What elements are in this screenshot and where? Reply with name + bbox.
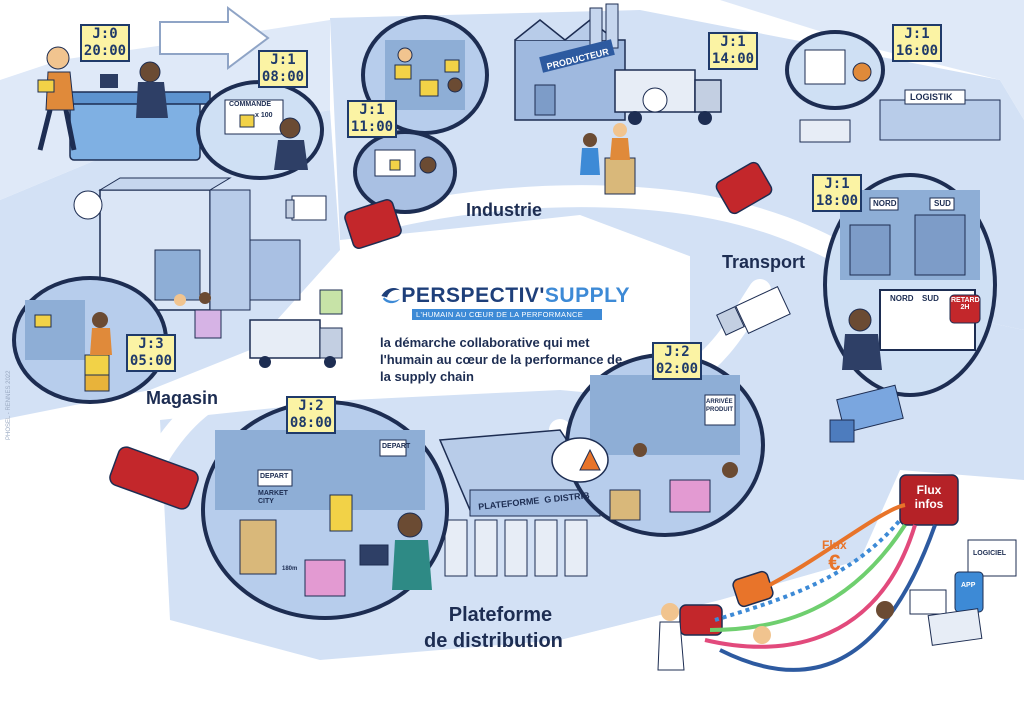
brand-swoosh-icon: [381, 287, 400, 304]
time-tag-time: 08:00: [289, 415, 333, 431]
market-line1: MARKET: [258, 490, 288, 497]
direction-arrow: [159, 6, 270, 70]
sign-commande-label: COMMANDE: [229, 101, 271, 108]
time-tag-time: 16:00: [895, 43, 939, 59]
time-tag-j3-0500: J:3 05:00: [126, 334, 176, 372]
time-tag-time: 18:00: [815, 193, 859, 209]
flux-money-label: Flux €: [822, 536, 847, 575]
flux-devices: [657, 539, 1017, 671]
time-tag-j1-0800: J:1 08:00: [258, 50, 308, 88]
order-screen-bubble: [196, 80, 324, 180]
brand-description: la démarche collaborative qui met l'huma…: [380, 335, 623, 384]
time-tag-day: J:0: [92, 26, 118, 42]
flux-info-label: Flux infos: [903, 483, 955, 511]
time-tag-day: J:1: [720, 34, 746, 50]
road-truck-1: [285, 195, 327, 221]
time-tag-time: 05:00: [129, 353, 173, 369]
illustrator-credit: PHOSEL - RENNES 2022: [6, 370, 12, 440]
time-tag-j0-2000: J:0 20:00: [80, 24, 130, 62]
brand-name-part2: SUPPLY: [544, 284, 630, 307]
platform-dock-bubble: [201, 400, 449, 620]
sign-commande: COMMANDE x 100: [229, 101, 273, 119]
arrivee-line1: ARRIVÉE: [706, 399, 733, 405]
sign-arrivee-produit: ARRIVÉE PRODUIT: [706, 398, 733, 414]
brand-logo: PERSPECTIV'SUPPLY: [380, 282, 630, 310]
section-label-plateforme: Plateforme de distribution: [424, 602, 563, 654]
time-tag-day: J:2: [298, 398, 324, 414]
flow-tubes: [109, 161, 959, 636]
time-tag-day: J:1: [359, 102, 385, 118]
dispatch-bubble: [823, 173, 997, 397]
time-tag-j2-0200: J:2 02:00: [652, 342, 702, 380]
time-tag-j2-0800: J:2 08:00: [286, 396, 336, 434]
receiving-bubble: [551, 353, 765, 537]
flux-cables: [704, 503, 937, 672]
time-tag-time: 11:00: [350, 119, 394, 135]
logistics-center: [785, 30, 1001, 143]
retard-badge: RETARD 2H: [951, 297, 980, 311]
flux-info-line2: infos: [914, 497, 944, 511]
factory-workers: [580, 123, 636, 195]
section-label-industrie: Industrie: [466, 200, 543, 220]
brand-name-part1: PERSPECTIV': [401, 284, 545, 307]
order-desk-scene: [37, 46, 211, 161]
brand-name: PERSPECTIV'SUPPLY: [401, 284, 630, 308]
flux-money-word: Flux: [822, 538, 847, 552]
sign-sud: SUD: [934, 199, 951, 208]
sign-logistic: LOGISTIK: [910, 92, 953, 102]
arrivee-line2: PRODUIT: [706, 407, 733, 413]
time-tag-time: 08:00: [261, 69, 305, 85]
store-truck: [174, 289, 343, 368]
time-tag-day: J:1: [904, 26, 930, 42]
sign-app: APP: [961, 582, 976, 589]
time-tag-time: 20:00: [83, 43, 127, 59]
time-tag-j1-1600: J:1 16:00: [892, 24, 942, 62]
time-tag-j1-1100: J:1 11:00: [347, 100, 397, 138]
market-line2: CITY: [258, 498, 274, 505]
sign-depart-2: DEPART: [382, 443, 411, 450]
time-tag-day: J:1: [824, 176, 850, 192]
time-tag-day: J:3: [138, 336, 164, 352]
operator-bubble: [353, 130, 457, 214]
plateforme-line2: de distribution: [424, 630, 563, 652]
plateforme-line1: Plateforme: [448, 604, 553, 626]
screen-nord: NORD: [890, 294, 914, 303]
flux-info-line1: Flux: [916, 483, 942, 497]
sign-logiciel: LOGICIEL: [973, 550, 1007, 557]
time-tag-j1-1800: J:1 18:00: [812, 174, 862, 212]
sign-depart-1: DEPART: [260, 473, 289, 480]
sign-nord: NORD: [873, 199, 897, 208]
screen-sud: SUD: [922, 294, 939, 303]
brand-tagline: L'HUMAIN AU CŒUR DE LA PERFORMANCE: [412, 309, 602, 320]
flux-money-symbol: €: [828, 550, 841, 575]
time-tag-time: 02:00: [655, 361, 699, 377]
brand-block: PERSPECTIV'SUPPLY L'HUMAIN AU CŒUR DE LA…: [380, 282, 630, 385]
sign-commande-qty: x 100: [255, 112, 273, 119]
time-tag-j1-1400: J:1 14:00: [708, 32, 758, 70]
time-tag-day: J:1: [270, 52, 296, 68]
retard-line1: RETARD: [951, 297, 980, 304]
sign-height-mark: 180m: [282, 566, 298, 572]
section-label-transport: Transport: [722, 252, 806, 272]
time-tag-time: 14:00: [711, 51, 755, 67]
sign-market-city: MARKET CITY: [258, 490, 288, 506]
section-label-magasin: Magasin: [146, 388, 219, 408]
retard-line2: 2H: [960, 304, 970, 311]
factory-building: [514, 3, 626, 121]
road-trucks: [716, 286, 904, 443]
time-tag-day: J:2: [664, 344, 690, 360]
factory-truck: [614, 69, 722, 125]
